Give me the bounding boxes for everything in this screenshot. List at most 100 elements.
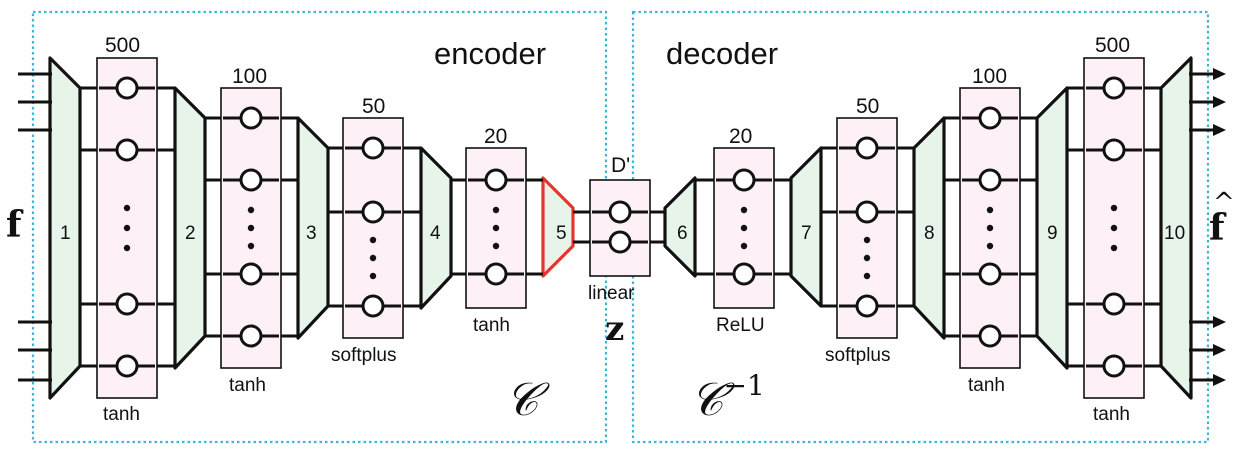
output-arrowhead-5 (1213, 374, 1226, 386)
dec-group1-ellipsis-dot-2 (740, 242, 748, 250)
dec-group2-ellipsis-dot-1 (863, 254, 871, 262)
dec-group2-neuron-2 (855, 294, 879, 318)
output-arrowhead-3 (1213, 316, 1226, 328)
dec-group4-ellipsis-dot-1 (1110, 224, 1118, 232)
output-hat-mark: ^ (1213, 188, 1235, 218)
dec-group1-ellipsis-dot-1 (740, 224, 748, 232)
enc-group4-ellipsis-dot-2 (492, 242, 500, 250)
decoder-map-superscript: −1 (723, 369, 765, 402)
enc-group2-ellipsis-dot-2 (247, 242, 255, 250)
enc-group2-size: 100 (232, 65, 268, 88)
enc-group4-activation: tanh (473, 315, 510, 336)
enc-group2-ellipsis-dot-1 (247, 224, 255, 232)
dec-group3-neuron-2 (978, 262, 1002, 286)
layer-5-trapezoid (541, 176, 575, 278)
latent-box (589, 179, 651, 277)
enc-group3-neuron-1 (361, 200, 385, 224)
enc-group2-neuron-3 (239, 324, 263, 348)
dec-group4-neuron-3 (1102, 354, 1126, 378)
enc-group3-neuron-2 (361, 294, 385, 318)
layer-number-8: 8 (924, 223, 935, 244)
dec-group2-size: 50 (856, 95, 880, 118)
decoder-map-symbol: 𝒞−1 (690, 372, 765, 423)
enc-group4-neuron-1 (484, 262, 508, 286)
enc-group1-size: 500 (105, 34, 141, 57)
enc-group2-neuron-2 (239, 262, 263, 286)
layer-number-6: 6 (677, 223, 688, 244)
enc-group3-activation: softplus (331, 345, 397, 366)
enc-group1-activation: tanh (103, 404, 140, 425)
enc-group2-neuron-0 (239, 106, 263, 130)
layer-number-3: 3 (306, 223, 317, 244)
latent-neuron-0 (608, 200, 632, 224)
enc-group4-ellipsis-dot-1 (492, 224, 500, 232)
enc-group3-size: 50 (362, 95, 386, 118)
dec-group2-neuron-0 (855, 136, 879, 160)
layer-number-9: 9 (1047, 223, 1058, 244)
dec-group3-neuron-3 (978, 324, 1002, 348)
layer-number-5: 5 (556, 223, 567, 244)
enc-group4-ellipsis-dot-0 (492, 206, 500, 214)
layer-4-trapezoid (419, 146, 453, 310)
latent-neuron-1 (608, 230, 632, 254)
enc-group1-neuron-1 (115, 138, 139, 162)
enc-group2-ellipsis-dot-0 (247, 206, 255, 214)
layer-9-trapezoid (1035, 86, 1069, 370)
decoder-map-letter: 𝒞 (690, 372, 724, 426)
dec-group4-neuron-1 (1102, 138, 1126, 162)
output-arrowhead-2 (1213, 124, 1226, 136)
enc-group3-ellipsis-dot-0 (369, 236, 377, 244)
dec-group3-ellipsis-dot-1 (986, 224, 994, 232)
encoder-title: encoder (434, 36, 547, 71)
dec-group1-activation: ReLU (716, 315, 765, 336)
dec-group3-ellipsis-dot-2 (986, 242, 994, 250)
dec-group2-neuron-1 (855, 200, 879, 224)
latent-symbol-z: z (605, 309, 625, 349)
dec-group3-activation: tanh (968, 375, 1005, 396)
dec-group3-size: 100 (972, 65, 1008, 88)
dec-group4-ellipsis-dot-0 (1110, 204, 1118, 212)
dec-group3-ellipsis-dot-0 (986, 206, 994, 214)
enc-group1-ellipsis-dot-0 (123, 204, 131, 212)
layer-10-trapezoid (1159, 56, 1193, 400)
output-arrowhead-4 (1213, 344, 1226, 356)
layer-number-4: 4 (430, 223, 441, 244)
layer-number-10: 10 (1164, 223, 1186, 244)
decoder-title: decoder (666, 36, 779, 71)
latent-activation: linear (588, 283, 635, 304)
input-symbol-f: f (6, 204, 22, 246)
enc-group3-neuron-0 (361, 136, 385, 160)
layer-6-trapezoid (663, 176, 697, 278)
enc-group1-neuron-3 (115, 354, 139, 378)
layer-number-2: 2 (185, 223, 196, 244)
latent-size: D' (611, 154, 631, 177)
dec-group4-size: 500 (1095, 34, 1131, 57)
layer-8-trapezoid (912, 116, 946, 340)
dec-group4-ellipsis-dot-2 (1110, 244, 1118, 252)
enc-group2-activation: tanh (229, 375, 266, 396)
dec-group1-ellipsis-dot-0 (740, 206, 748, 214)
dec-group4-box (1083, 57, 1145, 399)
dec-group4-neuron-0 (1102, 76, 1126, 100)
enc-group3-ellipsis-dot-2 (369, 272, 377, 280)
output-arrowhead-1 (1213, 96, 1226, 108)
dec-group2-ellipsis-dot-2 (863, 272, 871, 280)
enc-group1-ellipsis-dot-1 (123, 224, 131, 232)
encoder-map-symbol: 𝒞 (505, 372, 539, 426)
dec-group2-activation: softplus (825, 345, 891, 366)
dec-group2-ellipsis-dot-0 (863, 236, 871, 244)
dec-group4-activation: tanh (1093, 404, 1130, 425)
dec-group1-neuron-0 (732, 168, 756, 192)
enc-group4-size: 20 (484, 125, 508, 148)
output-arrowhead-0 (1213, 68, 1226, 80)
dec-group1-size: 20 (729, 125, 753, 148)
enc-group2-neuron-1 (239, 168, 263, 192)
dec-group3-neuron-0 (978, 106, 1002, 130)
enc-group1-neuron-0 (115, 76, 139, 100)
dec-group3-neuron-1 (978, 168, 1002, 192)
output-symbol-f-hat: f (1209, 207, 1225, 249)
dec-group4-neuron-2 (1102, 292, 1126, 316)
enc-group1-neuron-2 (115, 292, 139, 316)
